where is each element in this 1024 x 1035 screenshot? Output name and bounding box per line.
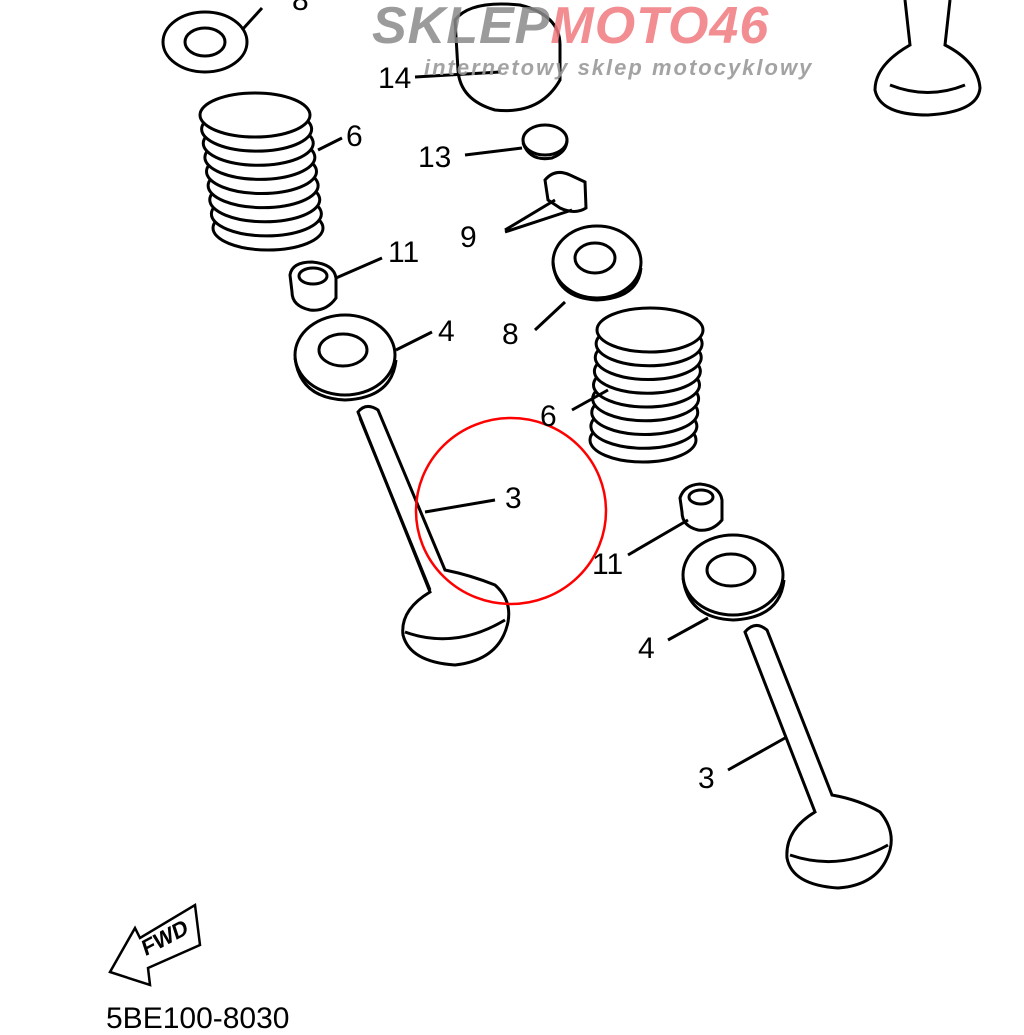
valve-right bbox=[727, 624, 893, 890]
callout-6-right: 6 bbox=[540, 400, 557, 433]
watermark-logo: SKLEPMOTO46 bbox=[372, 0, 769, 52]
spring-coil bbox=[198, 91, 312, 139]
callout-14: 14 bbox=[378, 62, 412, 95]
watermark-brand-gray: SKLEP bbox=[372, 0, 551, 55]
callout-3-left: 3 bbox=[505, 482, 522, 515]
callout-3-right: 3 bbox=[698, 762, 715, 795]
callout-13: 13 bbox=[418, 141, 452, 174]
valve-lifter bbox=[414, 2, 562, 113]
spring-seat-left bbox=[293, 313, 433, 402]
valve-cotters bbox=[504, 170, 588, 234]
stem-seal-left bbox=[288, 256, 383, 312]
valve-left bbox=[356, 405, 511, 667]
callout-11-left: 11 bbox=[388, 236, 420, 269]
leader-line bbox=[571, 388, 609, 412]
stem-seal-right bbox=[627, 482, 724, 557]
spring-seat-right bbox=[667, 533, 786, 642]
diagram-code: 5BE100-8030 bbox=[106, 1002, 290, 1035]
watermark-brand-red: MOTO46 bbox=[550, 0, 770, 55]
callout-8-top: 8 bbox=[292, 0, 309, 17]
spring-coil bbox=[595, 306, 705, 354]
leader-line bbox=[317, 136, 343, 152]
callout-4-right: 4 bbox=[638, 632, 655, 665]
fwd-arrow-icon bbox=[108, 902, 202, 987]
highlight-circle bbox=[414, 416, 608, 606]
callout-9: 9 bbox=[460, 221, 477, 254]
callout-4-left: 4 bbox=[438, 315, 455, 348]
retainer-right bbox=[533, 224, 643, 332]
shim bbox=[464, 123, 569, 161]
valve-top-right bbox=[873, 0, 982, 117]
valve-spring-right bbox=[588, 306, 705, 464]
callout-11-right: 11 bbox=[592, 548, 624, 581]
valve-spring-left bbox=[198, 91, 325, 252]
watermark-tagline: internetowy sklep motocyklowy bbox=[424, 55, 814, 80]
retainer-top-left bbox=[161, 6, 264, 74]
callout-6-left: 6 bbox=[346, 120, 363, 153]
callout-8-right: 8 bbox=[502, 318, 519, 351]
